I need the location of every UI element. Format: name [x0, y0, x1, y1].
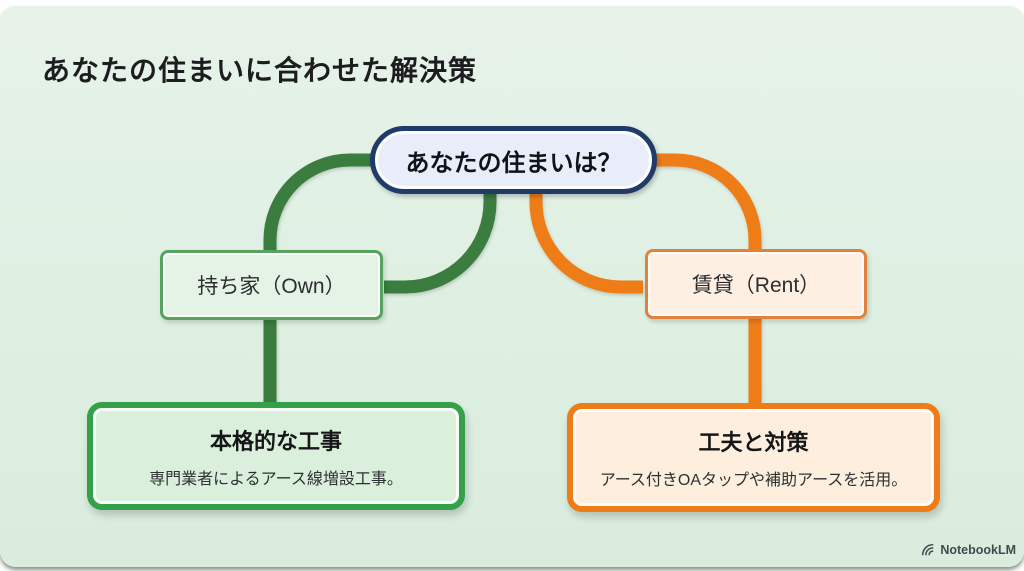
own-branch-label: 持ち家（Own）: [197, 275, 346, 298]
rent-result-box: 工夫と対策 アース付きOAタップや補助アースを活用。: [567, 403, 940, 512]
page-title: あなたの住まいに合わせた解決策: [42, 54, 478, 86]
connector-rent-loop-icon: [529, 194, 643, 294]
own-result-box: 本格的な工事 専門業者によるアース線増設工事。: [87, 402, 465, 510]
rent-result-description: アース付きOAタップや補助アースを活用。: [599, 472, 908, 489]
connector-own-loop-icon: [384, 194, 497, 294]
own-branch-node: 持ち家（Own）: [160, 250, 383, 320]
connector-root-to-rent-icon: [649, 153, 762, 252]
root-question-label: あなたの住まいは？: [405, 149, 622, 177]
connector-root-to-own-icon: [263, 153, 378, 252]
notebooklm-watermark: NotebookLM: [921, 541, 1016, 559]
notebooklm-brand-text: NotebookLM: [940, 543, 1016, 557]
rent-result-title: 工夫と対策: [698, 430, 809, 455]
root-question-node: あなたの住まいは？: [370, 126, 657, 194]
notebooklm-logo-icon: [922, 543, 934, 556]
own-result-description: 専門業者によるアース線増設工事。: [149, 470, 403, 488]
rent-branch-node: 賃貸（Rent）: [645, 249, 867, 319]
own-result-title: 本格的な工事: [209, 428, 342, 454]
rent-branch-label: 賃貸（Rent）: [691, 274, 821, 297]
